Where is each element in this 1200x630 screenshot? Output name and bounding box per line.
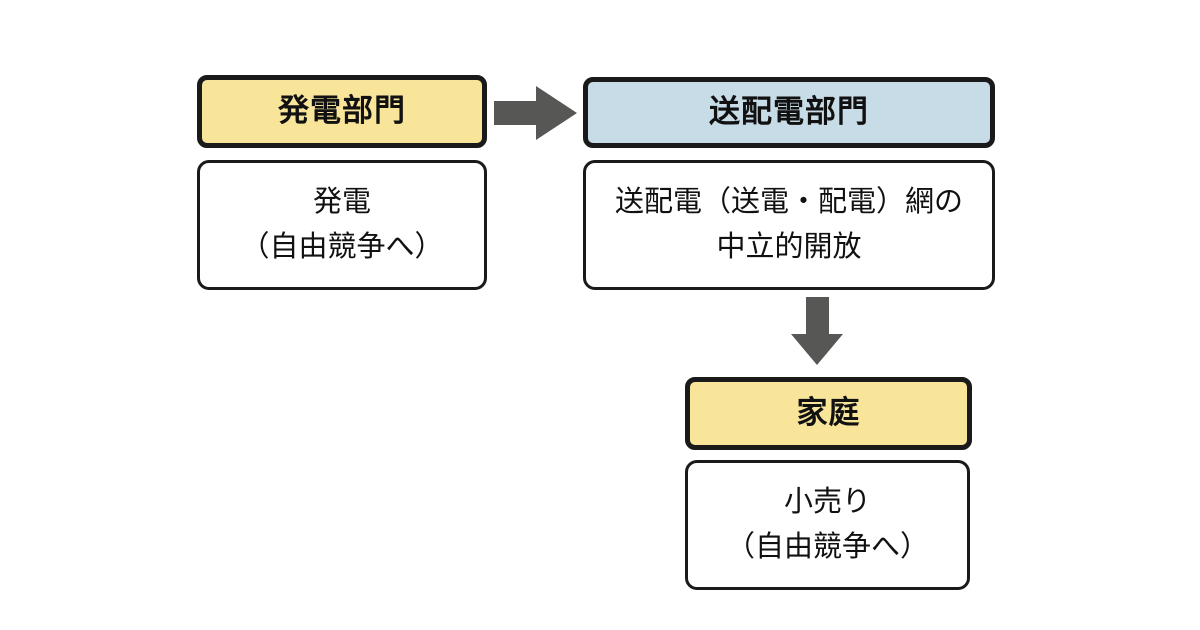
household-header-box: 家庭: [685, 377, 972, 450]
household-title: 家庭: [796, 395, 861, 431]
transmission-detail-line-1: 送配電（送電・配電）網の: [614, 186, 963, 218]
generation-header-box: 発電部門: [197, 75, 487, 148]
arrow-down-icon: [790, 297, 844, 366]
transmission-header-box: 送配電部門: [583, 77, 995, 148]
generation-detail-box: 発電 （自由競争へ）: [197, 160, 487, 290]
generation-detail-line-2: （自由競争へ）: [240, 231, 444, 263]
transmission-detail-box: 送配電（送電・配電）網の 中立的開放: [583, 160, 995, 290]
household-detail-box: 小売り （自由競争へ）: [685, 460, 970, 590]
arrow-right-icon: [494, 85, 578, 141]
household-detail-line-1: 小売り: [783, 486, 871, 518]
generation-detail-line-1: 発電: [312, 186, 371, 218]
generation-title: 発電部門: [278, 93, 406, 129]
transmission-detail-line-2: 中立的開放: [716, 231, 862, 263]
household-detail-line-2: （自由競争へ）: [725, 531, 929, 563]
transmission-title: 送配電部門: [709, 94, 869, 130]
